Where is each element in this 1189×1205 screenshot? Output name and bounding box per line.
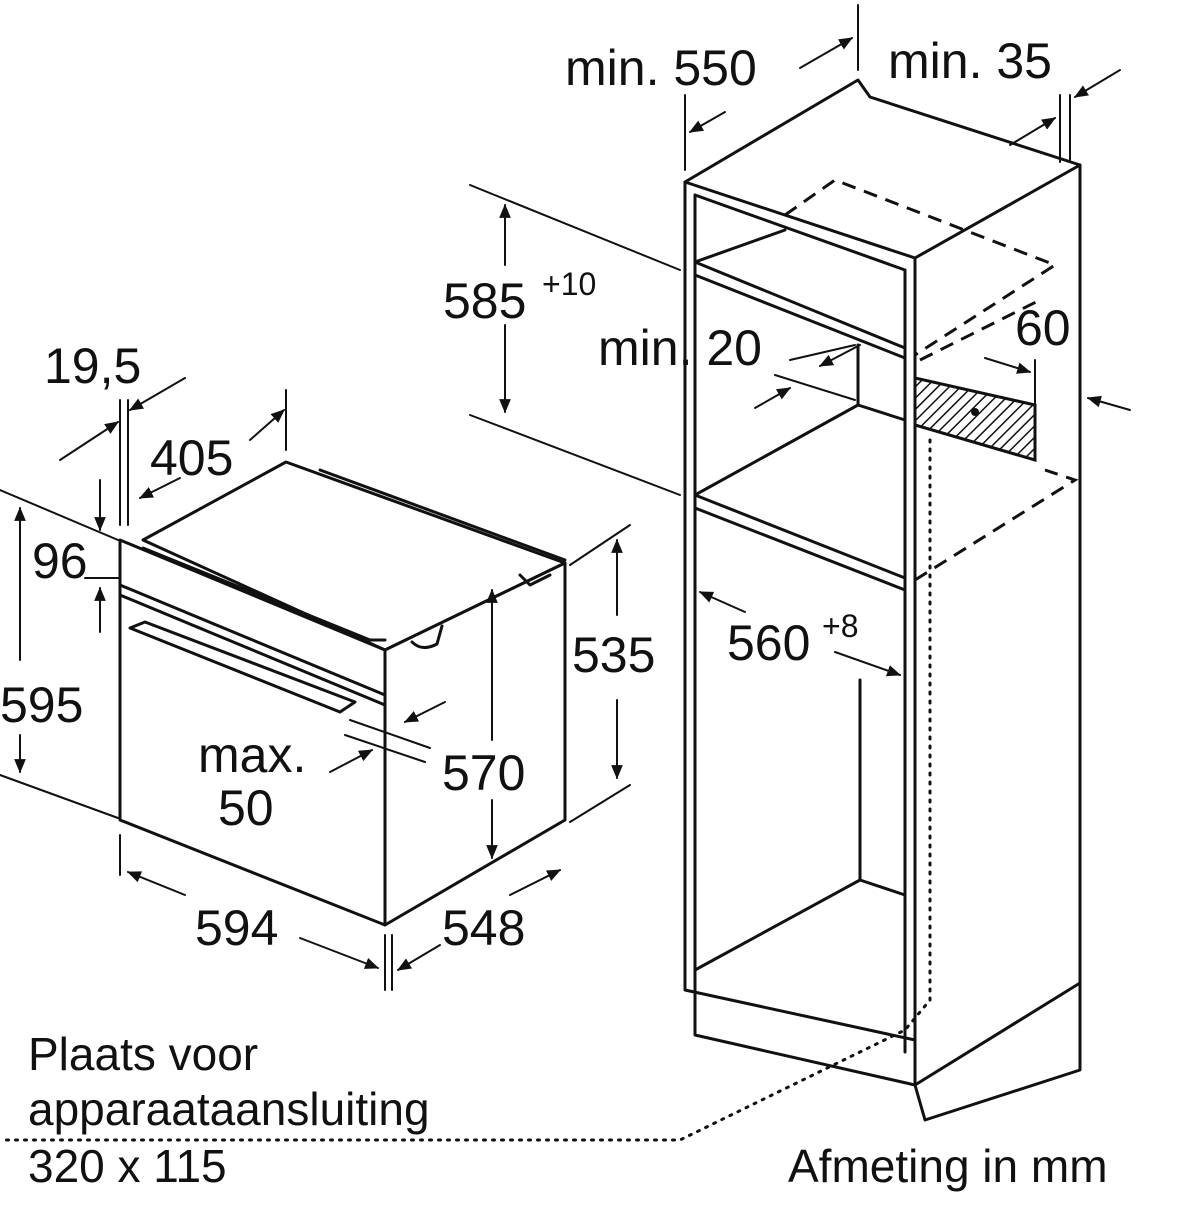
cabinet-drawing (0, 78, 1082, 1142)
vent-dashed-top (784, 178, 1059, 357)
dim-handle-label: max. (198, 727, 306, 783)
dim-vent-gap: 60 (1015, 300, 1071, 356)
dim-body-height: 570 (442, 745, 525, 801)
labels: 19,5 405 96 595 570 535 max. 50 594 548 … (0, 33, 1108, 1192)
vent-dashed-bottom (914, 468, 1079, 582)
connection-note-line1: Plaats voor (28, 1028, 258, 1080)
dim-panel-height: 96 (32, 533, 88, 589)
panel-strip (141, 546, 387, 642)
top-rear-edge (318, 468, 567, 562)
dim-depth-height: 535 (572, 627, 655, 683)
unit-note: Afmeting in mm (788, 1140, 1108, 1192)
cabinet-dimension-lines (469, 4, 1131, 677)
dim-niche-width-tol: +8 (822, 608, 858, 644)
dim-panel-depth: 405 (150, 430, 233, 486)
dim-min-depth: min. 550 (565, 40, 757, 96)
dim-niche-height-tol: +10 (542, 266, 596, 302)
door-top-line (118, 593, 387, 707)
rear-notch (518, 573, 552, 587)
control-panel-line (118, 583, 387, 697)
dim-width: 594 (195, 900, 278, 956)
dim-handle-value: 50 (218, 780, 274, 836)
dim-min-top-gap: min. 20 (598, 320, 762, 376)
connection-note-line3: 320 x 115 (28, 1140, 227, 1192)
connection-zone (913, 376, 1037, 462)
dim-niche-width: 560 (727, 615, 810, 671)
door-handle (128, 620, 357, 714)
dim-total-height: 595 (0, 677, 83, 733)
dim-niche-height: 585 (443, 273, 526, 329)
oven-dimension-lines (0, 377, 631, 991)
dim-front-overhang: 19,5 (44, 338, 141, 394)
side-slot (410, 624, 444, 649)
dim-min-back-gap: min. 35 (888, 33, 1052, 89)
connection-note-line2: apparaataansluiting (28, 1083, 430, 1135)
dim-depth: 548 (442, 900, 525, 956)
oven-drawing (118, 460, 567, 927)
